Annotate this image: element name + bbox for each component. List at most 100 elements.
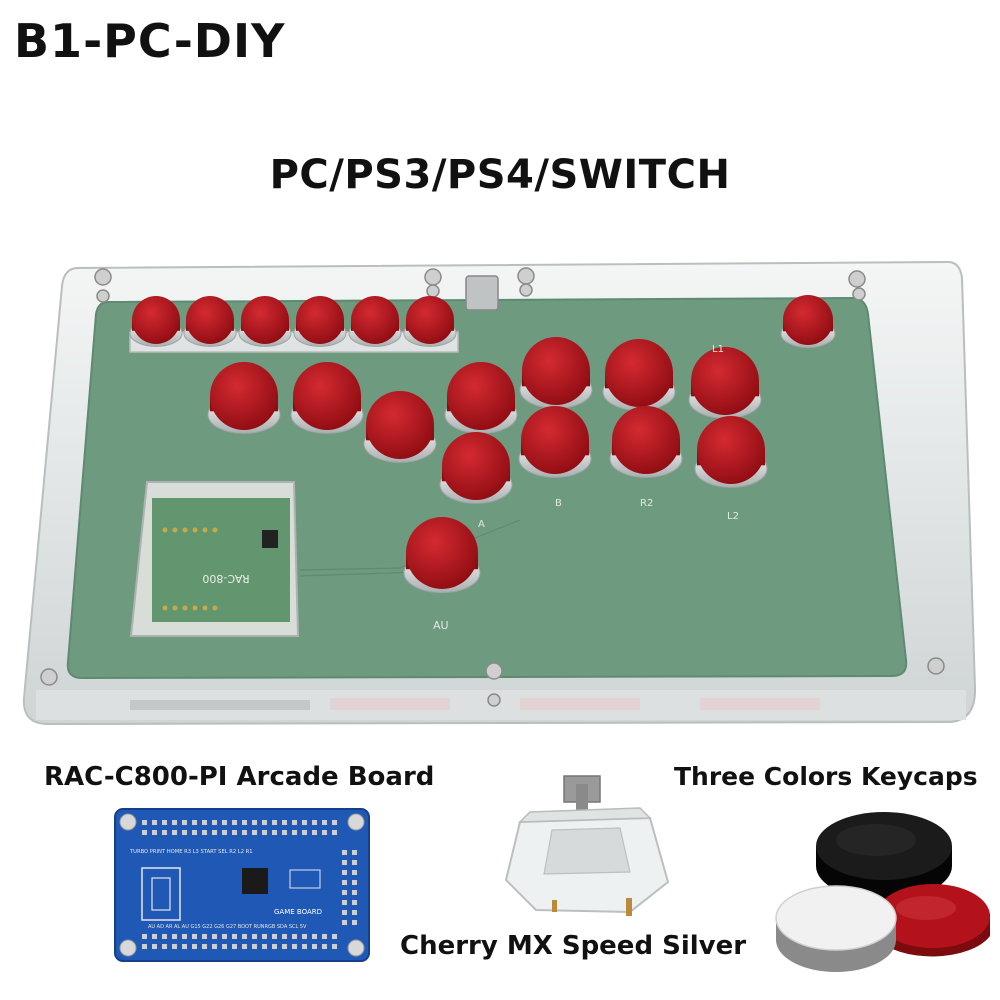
function-button-5-cap <box>351 296 399 344</box>
board-pin <box>192 944 197 949</box>
board-pin <box>162 820 167 825</box>
function-button-1-cap <box>132 296 180 344</box>
left-button[interactable] <box>207 362 281 434</box>
board-pin <box>352 900 357 905</box>
down-button[interactable] <box>290 362 364 434</box>
board-pin <box>292 830 297 835</box>
board-pin <box>172 944 177 949</box>
controller-board-window: RAC-800 <box>129 481 300 637</box>
board-pin <box>232 944 237 949</box>
board-pin <box>162 830 167 835</box>
board-pin <box>342 870 347 875</box>
board-pin <box>312 820 317 825</box>
board-pin <box>342 900 347 905</box>
board-pin <box>202 820 207 825</box>
board-pin <box>142 944 147 949</box>
board-pin <box>232 934 237 939</box>
board-pin <box>202 830 207 835</box>
board-pin <box>222 944 227 949</box>
board-pin <box>172 830 177 835</box>
function-button-3[interactable] <box>238 296 292 347</box>
board-pin <box>212 820 217 825</box>
board-pin <box>172 934 177 939</box>
board-pin <box>342 910 347 915</box>
right-button[interactable] <box>363 391 437 463</box>
board-pin <box>172 820 177 825</box>
board-pin <box>282 944 287 949</box>
page-title: B1-PC-DIY <box>14 14 286 68</box>
square-button[interactable] <box>444 362 518 434</box>
label-l1: L1 <box>712 344 724 355</box>
board-pin <box>332 934 337 939</box>
board-pin <box>242 944 247 949</box>
board-pin <box>272 820 277 825</box>
board-pin <box>182 934 187 939</box>
board-pin <box>332 944 337 949</box>
function-button-3-cap <box>241 296 289 344</box>
board-pin <box>342 890 347 895</box>
board-pin <box>232 820 237 825</box>
case-screws <box>40 267 945 707</box>
board-pin <box>192 830 197 835</box>
board-pin <box>252 830 257 835</box>
board-pin <box>352 910 357 915</box>
compatibility-subtitle: PC/PS3/PS4/SWITCH <box>269 152 731 198</box>
board-pin <box>182 820 187 825</box>
board-pin <box>212 934 217 939</box>
home-button[interactable] <box>780 295 836 348</box>
board-pin <box>322 830 327 835</box>
board-pin <box>332 820 337 825</box>
board-pin <box>322 820 327 825</box>
keycaps-image <box>775 812 990 972</box>
board-chip-label: GAME BOARD <box>274 908 322 916</box>
board-pin <box>292 944 297 949</box>
board-pin <box>352 860 357 865</box>
keycap-red <box>876 884 990 957</box>
l1-button[interactable] <box>688 347 762 419</box>
board-pin <box>242 934 247 939</box>
function-button-1[interactable] <box>129 296 183 347</box>
r1-button-cap <box>605 339 673 407</box>
label-r2: R2 <box>640 498 653 509</box>
board-pin <box>312 944 317 949</box>
cherry-switch-image <box>504 775 670 916</box>
board-pin <box>272 830 277 835</box>
triangle-button-cap <box>522 337 590 405</box>
home-button-cap <box>783 295 833 345</box>
function-button-5[interactable] <box>348 296 402 347</box>
function-button-2[interactable] <box>183 296 237 347</box>
board-pin <box>342 860 347 865</box>
board-pin <box>352 920 357 925</box>
b-button-cap <box>521 406 589 474</box>
up-button[interactable] <box>403 517 481 594</box>
board-pin <box>282 820 287 825</box>
board-window-label: RAC-800 <box>202 572 249 585</box>
board-pin <box>252 944 257 949</box>
board-pin <box>322 944 327 949</box>
board-pin <box>352 880 357 885</box>
function-button-6-cap <box>406 296 454 344</box>
usb-port <box>465 275 499 311</box>
function-button-2-cap <box>186 296 234 344</box>
a-button[interactable] <box>439 432 513 504</box>
function-button-4[interactable] <box>293 296 347 347</box>
b-button[interactable] <box>518 406 592 478</box>
keycap-white <box>775 885 897 972</box>
board-pin <box>302 830 307 835</box>
r1-button[interactable] <box>602 339 676 411</box>
board-pin <box>192 934 197 939</box>
l2-button[interactable] <box>694 416 768 488</box>
board-pin <box>212 944 217 949</box>
controller-image: RAC-800 L1 A B R2 L2 AU <box>22 260 977 726</box>
board-pin <box>342 850 347 855</box>
r2-button[interactable] <box>609 406 683 478</box>
triangle-button[interactable] <box>519 337 593 409</box>
down-button-cap <box>293 362 361 430</box>
board-pin <box>222 820 227 825</box>
function-button-6[interactable] <box>403 296 457 347</box>
up-button-cap <box>406 517 478 589</box>
board-pin <box>282 934 287 939</box>
board-pin <box>162 944 167 949</box>
board-pin <box>192 820 197 825</box>
board-pin <box>352 870 357 875</box>
